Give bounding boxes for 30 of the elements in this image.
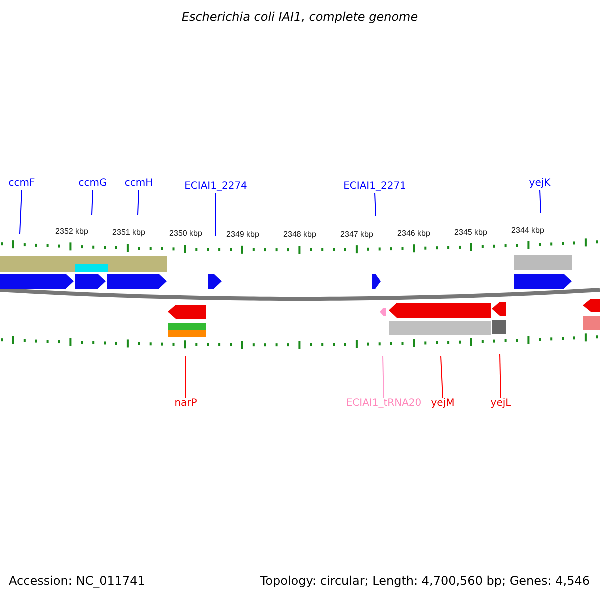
scale-label: 2350 kbp (170, 230, 202, 238)
gene-label: ECIAI1_2271 (344, 182, 406, 192)
gene-label: ECIAI1_tRNA20 (346, 399, 422, 409)
gene-label: ccmG (78, 179, 108, 189)
gene-label: narP (174, 399, 198, 409)
scale-label: 2347 kbp (340, 231, 374, 239)
leader-line (500, 354, 502, 398)
scale-label: 2351 kbp (112, 229, 146, 237)
scale-label: 2346 kbp (398, 230, 430, 238)
leader-line (374, 192, 376, 216)
gene-label: yejM (431, 399, 455, 409)
scale-label: 2349 kbp (226, 231, 260, 239)
scale-label: 2352 kbp (56, 228, 88, 236)
title: Escherichia coli IAI1, complete genome (182, 11, 418, 23)
scale-label: 2348 kbp (284, 231, 316, 239)
leader-line (20, 190, 22, 234)
gene-label: ccmH (124, 179, 154, 189)
leader-line (92, 190, 94, 216)
scale-label: 2345 kbp (454, 229, 488, 237)
gene-label: ECIAI1_2274 (184, 182, 248, 192)
accession-note: Accession: NC_011741 (9, 575, 146, 587)
leader-line (138, 190, 140, 216)
gene-label: ccmF (8, 179, 36, 189)
scale-label: 2344 kbp (512, 227, 544, 235)
gene-label: yejL (490, 399, 512, 409)
genome-summary-note: Topology: circular; Length: 4,700,560 bp; Genes: 4,546 (260, 575, 590, 587)
gene-label: yejK (529, 179, 551, 189)
leader-line (540, 190, 542, 214)
leader-line (382, 356, 384, 398)
leader-line (440, 356, 444, 398)
